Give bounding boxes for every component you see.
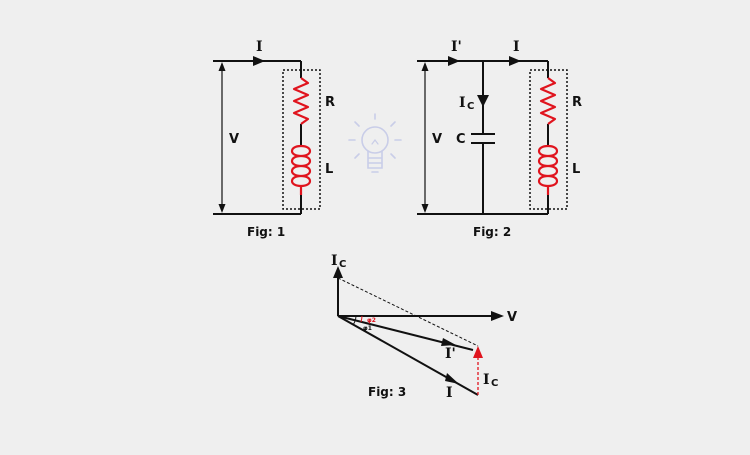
- fig2-inductor-label: L: [572, 162, 580, 177]
- lightbulb-icon: [348, 113, 402, 173]
- fig3-ic-top-label: I: [331, 253, 338, 269]
- fig2-inductor: [537, 144, 559, 195]
- fig2-voltage-arrow: [421, 62, 429, 213]
- fig3-voltage-axis: [338, 311, 504, 321]
- fig1-wires: [213, 60, 302, 215]
- fig2-branch-current-label: I: [513, 39, 520, 55]
- fig3-ic-red-phasor: [473, 346, 483, 395]
- fig1-resistor: [292, 77, 310, 125]
- fig1-inductor-label: L: [325, 162, 333, 177]
- fig1-inductor: [290, 144, 312, 195]
- fig1-current-label: I: [256, 39, 263, 55]
- fig2-caption: Fig: 2: [473, 225, 511, 239]
- fig1-circuit: I V R L Fig: 1: [213, 39, 335, 239]
- fig3-i-prime-label: I': [445, 346, 456, 362]
- fig2-total-current-arrow: [448, 56, 460, 66]
- fig3-voltage-label: V: [507, 310, 517, 325]
- fig2-capacitor-label: C: [456, 132, 466, 147]
- fig3-angle-arcs: [352, 315, 363, 326]
- fig2-branch-current-arrow: [509, 56, 521, 66]
- fig3-phasor-diagram: I C V φ2 φ1 I' I I C Fig: 3: [331, 253, 517, 401]
- fig1-resistor-label: R: [325, 95, 335, 110]
- fig2-resistor: [539, 77, 557, 125]
- fig3-ic-top-subscript: C: [339, 259, 346, 270]
- fig2-resistor-label: R: [572, 95, 582, 110]
- fig1-current-arrow: [253, 56, 265, 66]
- fig3-phi1-label: φ1: [363, 325, 372, 332]
- fig2-total-current-label: I': [451, 39, 462, 55]
- fig2-capacitor: [471, 133, 495, 144]
- fig3-ic-right-label: I: [483, 372, 490, 388]
- fig3-i-prime-phasor: [337, 315, 474, 351]
- fig3-i-phasor: [337, 315, 479, 396]
- fig2-circuit: I' I I C C V R L Fig: 2: [417, 39, 582, 239]
- fig2-voltage-label: V: [432, 132, 442, 147]
- fig2-cap-current-label: I: [459, 95, 466, 111]
- fig2-cap-current-subscript: C: [467, 101, 474, 112]
- fig3-ic-axis: [333, 266, 343, 316]
- fig1-voltage-label: V: [229, 132, 239, 147]
- fig3-i-label: I: [446, 385, 453, 401]
- fig3-caption: Fig: 3: [368, 385, 406, 399]
- fig1-voltage-arrow: [218, 62, 226, 213]
- fig1-caption: Fig: 1: [247, 225, 285, 239]
- fig3-dashed-diagonal: [337, 277, 479, 347]
- fig3-phi2-label: φ2: [367, 317, 376, 324]
- fig3-ic-right-subscript: C: [491, 378, 498, 389]
- fig2-cap-current-arrow: [477, 95, 489, 107]
